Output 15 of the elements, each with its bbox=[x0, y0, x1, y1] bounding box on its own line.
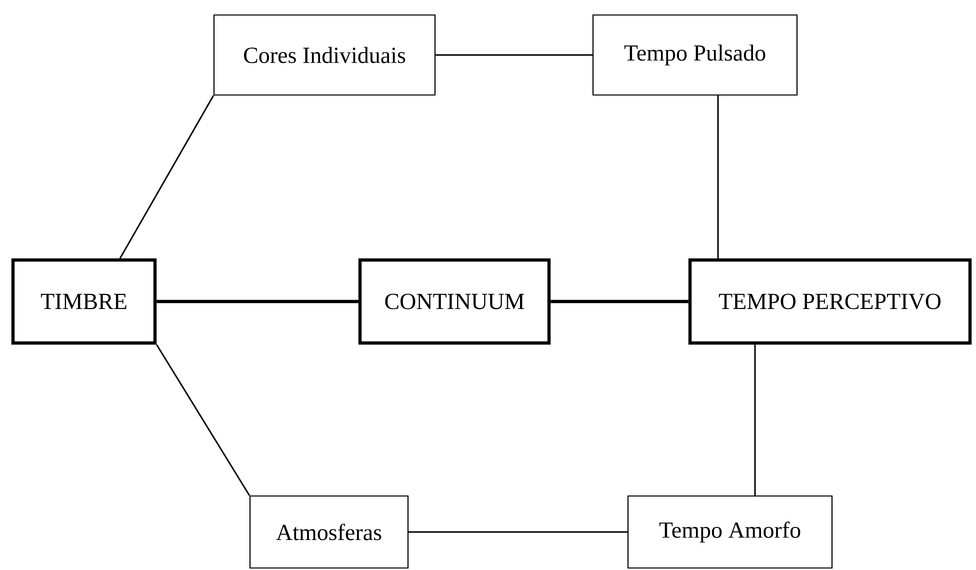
main-concept-box: TEMPO PERCEPTIVO bbox=[688, 258, 972, 345]
connector-line bbox=[119, 95, 214, 259]
main-concept-box: CONTINUUM bbox=[358, 258, 551, 345]
concept-box: Cores Individuais bbox=[213, 14, 436, 96]
connector-line bbox=[436, 54, 592, 56]
main-concept-box: TIMBRE bbox=[11, 258, 157, 345]
concept-box: Tempo Amorfo bbox=[627, 495, 833, 569]
connector-line bbox=[156, 300, 358, 304]
connector-line bbox=[156, 344, 250, 496]
concept-box: Tempo Pulsado bbox=[592, 14, 798, 96]
connector-line bbox=[408, 531, 628, 533]
connector-line bbox=[717, 96, 719, 258]
connector-line bbox=[754, 344, 756, 496]
connector-line bbox=[550, 300, 688, 304]
concept-box: Atmosferas bbox=[249, 495, 409, 569]
